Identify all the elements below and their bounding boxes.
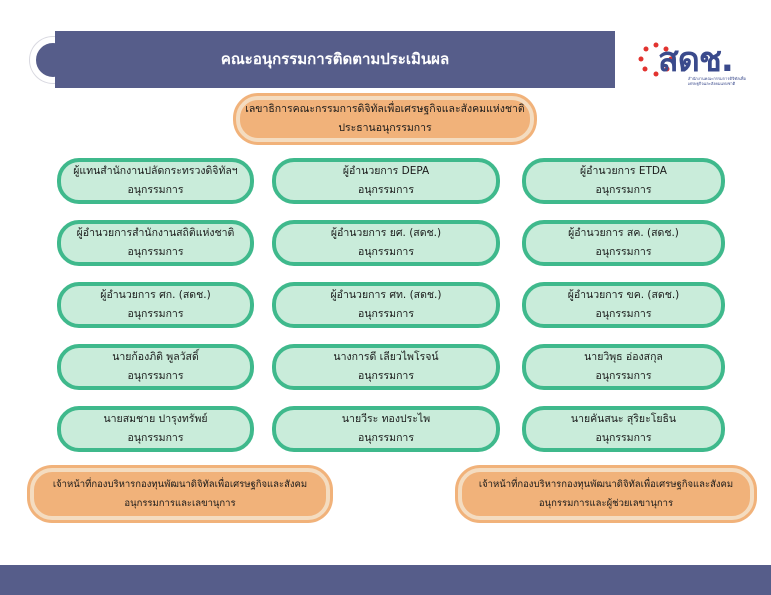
- member-role: อนุกรรมการ: [127, 184, 184, 196]
- member-name: นายสมชาย ปารุงทรัพย์: [103, 413, 208, 425]
- member-box: ผู้อำนวยการสำนักงานสถิติแห่งชาติ อนุกรรม…: [57, 220, 254, 266]
- member-box: นายสมชาย ปารุงทรัพย์ อนุกรรมการ: [57, 406, 254, 452]
- page-title: คณะอนุกรรมการติดตามประเมินผล: [220, 50, 450, 68]
- assistant-secretary-box: เจ้าหน้าที่กองบริหารกองทุนพัฒนาดิจิทัลเพ…: [458, 468, 754, 520]
- logo-dots-icon: [638, 42, 674, 77]
- member-role: อนุกรรมการ: [358, 308, 414, 320]
- assistant-secretary-title: เจ้าหน้าที่กองบริหารกองทุนพัฒนาดิจิทัลเพ…: [478, 479, 734, 490]
- member-name: ผู้อำนวยการ ยศ. (สดช.): [330, 227, 442, 239]
- member-role: อนุกรรมการ: [358, 370, 414, 382]
- member-box: ผู้อำนวยการ ยศ. (สดช.) อนุกรรมการ: [272, 220, 500, 266]
- member-name: นางการดี เลียวไพโรจน์: [333, 351, 439, 363]
- member-name: นายวีระ ทองประไพ: [341, 413, 431, 425]
- member-box: นายวีระ ทองประไพ อนุกรรมการ: [272, 406, 500, 452]
- member-name: นายวิพุธ อ่องสกุล: [584, 351, 663, 363]
- assistant-secretary-role: อนุกรรมการและผู้ช่วยเลขานุการ: [538, 498, 674, 509]
- member-role: อนุกรรมการ: [127, 308, 184, 320]
- footer-bar: [0, 565, 771, 595]
- member-role: อนุกรรมการ: [595, 246, 652, 258]
- member-box: ผู้อำนวยการ ETDA อนุกรรมการ: [522, 158, 725, 204]
- chair-title: เลขาธิการคณะกรรมการดิจิทัลเพื่อเศรษฐกิจแ…: [245, 103, 525, 115]
- member-role: อนุกรรมการ: [127, 432, 184, 444]
- member-name: ผู้แทนสำนักงานปลัดกระทรวงดิจิทัลฯ: [73, 165, 238, 177]
- member-name: นายก้องภิติ พูลวัสดิ์: [112, 351, 199, 363]
- member-box: ผู้แทนสำนักงานปลัดกระทรวงดิจิทัลฯ อนุกรร…: [57, 158, 254, 204]
- member-role: อนุกรรมการ: [358, 432, 414, 444]
- member-name: ผู้อำนวยการ ขค. (สดช.): [567, 289, 680, 301]
- member-box: นายวิพุธ อ่องสกุล อนุกรรมการ: [522, 344, 725, 390]
- member-name: ผู้อำนวยการ ศก. (สดช.): [100, 289, 211, 301]
- member-role: อนุกรรมการ: [595, 370, 652, 382]
- logo-text: สดช.: [658, 40, 734, 80]
- member-role: อนุกรรมการ: [127, 246, 184, 258]
- member-name: ผู้อำนวยการ ศท. (สดช.): [330, 289, 442, 301]
- member-name: ผู้อำนวยการ สค. (สดช.): [568, 227, 679, 239]
- member-box: นายคันสนะ สุริยะโยธิน อนุกรรมการ: [522, 406, 725, 452]
- member-role: อนุกรรมการ: [358, 184, 414, 196]
- member-box: ผู้อำนวยการ ศก. (สดช.) อนุกรรมการ: [57, 282, 254, 328]
- header-bar: คณะอนุกรรมการติดตามประเมินผล: [55, 31, 615, 88]
- member-box: นายก้องภิติ พูลวัสดิ์ อนุกรรมการ: [57, 344, 254, 390]
- chair-box: เลขาธิการคณะกรรมการดิจิทัลเพื่อเศรษฐกิจแ…: [236, 96, 534, 142]
- member-role: อนุกรรมการ: [595, 308, 652, 320]
- member-name: ผู้อำนวยการ ETDA: [580, 165, 667, 177]
- secretary-role: อนุกรรมการและเลขานุการ: [124, 498, 236, 509]
- member-role: อนุกรรมการ: [127, 370, 184, 382]
- logo-subtitle: สำนักงานคณะกรรมการดิจิทัลเพื่อเศรษฐกิจแล…: [688, 76, 746, 86]
- chair-role: ประธานอนุกรรมการ: [338, 122, 432, 134]
- member-name: ผู้อำนวยการ DEPA: [342, 165, 430, 177]
- ondc-logo: สดช. สำนักงานคณะกรรมการดิจิทัลเพื่อเศรษฐ…: [636, 32, 746, 94]
- member-role: อนุกรรมการ: [358, 246, 414, 258]
- member-box: ผู้อำนวยการ DEPA อนุกรรมการ: [272, 158, 500, 204]
- secretary-title: เจ้าหน้าที่กองบริหารกองทุนพัฒนาดิจิทัลเพ…: [52, 479, 308, 490]
- member-name: นายคันสนะ สุริยะโยธิน: [570, 413, 677, 425]
- member-name: ผู้อำนวยการสำนักงานสถิติแห่งชาติ: [76, 227, 235, 239]
- member-box: นางการดี เลียวไพโรจน์ อนุกรรมการ: [272, 344, 500, 390]
- secretary-box: เจ้าหน้าที่กองบริหารกองทุนพัฒนาดิจิทัลเพ…: [30, 468, 330, 520]
- member-box: ผู้อำนวยการ สค. (สดช.) อนุกรรมการ: [522, 220, 725, 266]
- member-box: ผู้อำนวยการ ขค. (สดช.) อนุกรรมการ: [522, 282, 725, 328]
- member-role: อนุกรรมการ: [595, 432, 652, 444]
- member-box: ผู้อำนวยการ ศท. (สดช.) อนุกรรมการ: [272, 282, 500, 328]
- member-role: อนุกรรมการ: [595, 184, 652, 196]
